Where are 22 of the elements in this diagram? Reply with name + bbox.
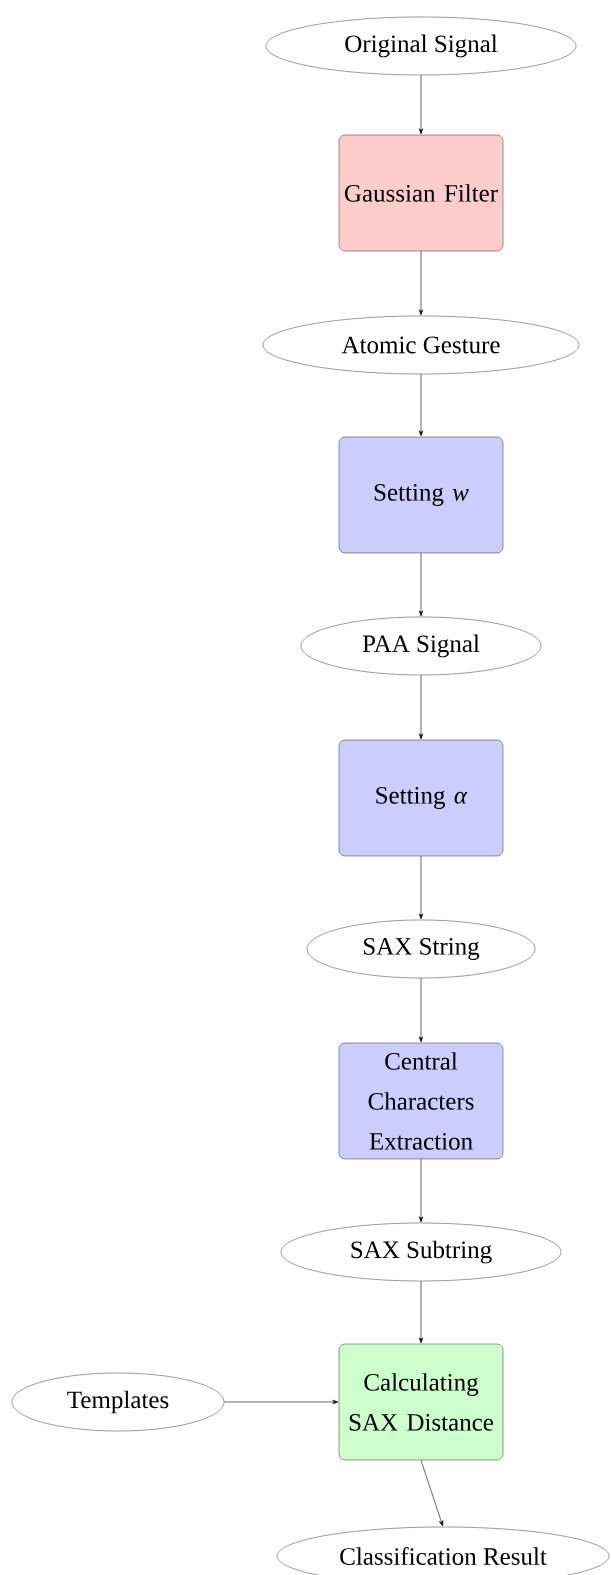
process-box: Gaussian Filter <box>338 134 504 252</box>
process-box: Setting w <box>338 436 504 554</box>
process-box: Central Characters Extraction <box>338 1042 504 1160</box>
arrow <box>418 552 424 617</box>
arrow <box>420 1459 444 1527</box>
arrow <box>418 977 424 1043</box>
ellipse-node: Atomic Gesture <box>262 315 580 375</box>
ellipse-node: Templates <box>11 1372 225 1432</box>
arrow <box>418 1158 424 1223</box>
ellipse-node: PAA Signal <box>300 616 542 676</box>
arrow <box>418 373 424 437</box>
ellipse-node: SAX String <box>306 919 536 979</box>
arrow <box>418 250 424 316</box>
arrow <box>418 674 424 740</box>
arrow <box>418 74 424 135</box>
process-box: Setting α <box>338 739 504 857</box>
ellipse-node: Original Signal <box>265 16 577 76</box>
ellipse-node: SAX Subtring <box>280 1222 562 1282</box>
arrow <box>223 1399 339 1405</box>
arrow <box>418 855 424 920</box>
arrow <box>418 1280 424 1344</box>
process-box: Calculating SAX Distance <box>338 1343 504 1461</box>
